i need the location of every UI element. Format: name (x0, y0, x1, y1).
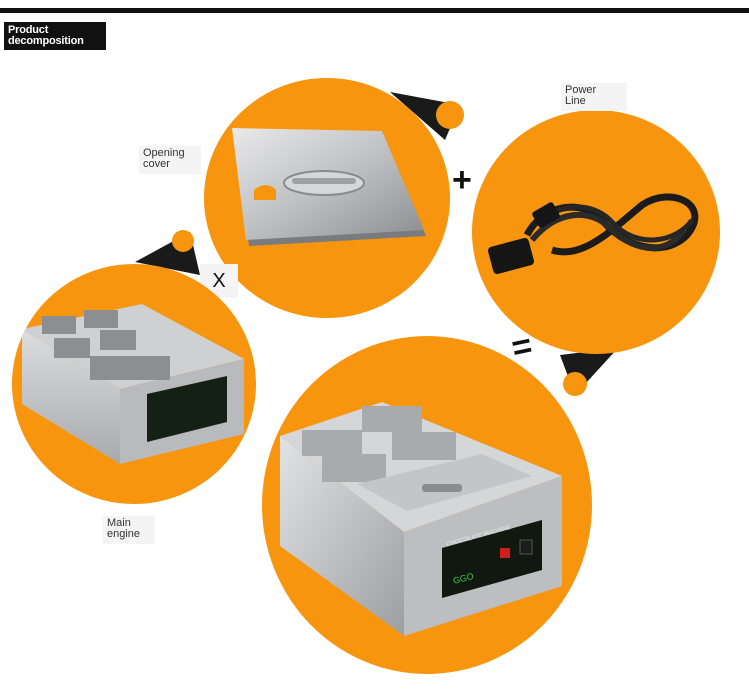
power-line-label: Power Line (561, 83, 627, 111)
power-cord-image (487, 193, 699, 275)
power-line-circle (472, 110, 720, 354)
assembled-machine-circle: CHOCOLATE MACHINE GGO (262, 336, 592, 674)
section-header: Product decomposition (4, 22, 106, 50)
main-engine-circle (12, 264, 256, 504)
opening-cover-image (232, 128, 426, 246)
opening-cover-label: Opening cover (139, 146, 201, 174)
section-header-line1: Product (8, 24, 49, 36)
plus-sign: + (452, 161, 472, 199)
assembled-machine-image: CHOCOLATE MACHINE GGO (280, 402, 562, 636)
top-divider (0, 8, 749, 13)
main-engine-label: Main engine (103, 516, 155, 544)
main-engine-image (22, 304, 244, 464)
section-header-line2: decomposition (8, 35, 84, 47)
opening-cover-circle (204, 78, 450, 318)
times-sign: X (212, 270, 226, 292)
